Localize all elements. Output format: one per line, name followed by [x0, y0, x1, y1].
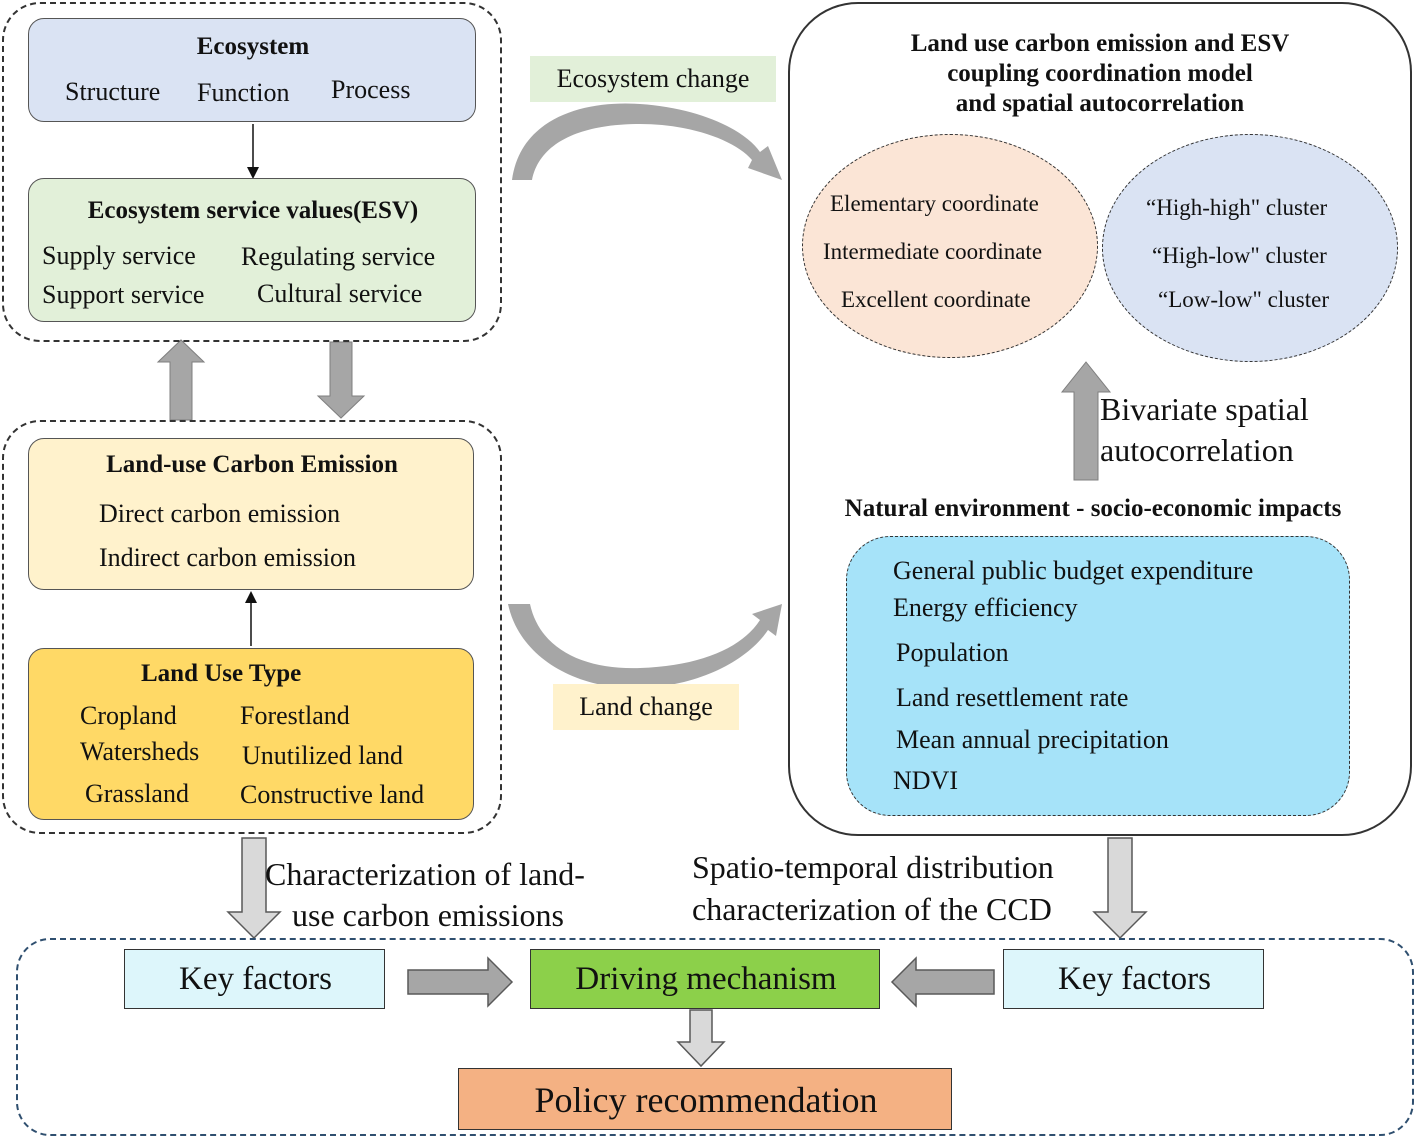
key-factors-right-label: Key factors [1057, 961, 1211, 997]
impact-energy: Energy efficiency [893, 593, 1078, 622]
esv-support: Support service [42, 280, 205, 309]
landuse-unutilized: Unutilized land [242, 741, 404, 770]
cluster-high-high: “High-high" cluster [1146, 195, 1328, 220]
landuse-box: Land Use Type Cropland Forestland Waters… [28, 648, 474, 820]
ecosystem-group [2, 2, 502, 342]
ecosystem-change-curved-arrow [512, 103, 782, 180]
driving-to-policy-arrow [676, 1009, 726, 1068]
ecosystem-box: Ecosystem Structure Function Process [28, 18, 476, 122]
landuse-cropland: Cropland [80, 701, 177, 730]
cluster-high-low: “High-low" cluster [1152, 243, 1327, 268]
model-title-line-3: and spatial autocorrelation [955, 90, 1245, 117]
spatio-label-line-1: Spatio-temporal distribution [692, 849, 1054, 885]
ecosystem-change-label: Ecosystem change [556, 64, 750, 93]
cluster-ellipse: “High-high" cluster “High-low" cluster “… [1102, 134, 1398, 362]
ecosystem-change-label-box: Ecosystem change [530, 56, 776, 102]
key-factors-right-to-driving-arrow [890, 956, 995, 1008]
cluster-low-low: “Low-low" cluster [1158, 287, 1329, 312]
model-group [788, 2, 1412, 836]
landuse-constructive: Constructive land [240, 780, 425, 809]
land-carbon-group [2, 420, 502, 834]
ecosystem-process: Process [331, 75, 411, 104]
model-title-line-2: coupling coordination model [947, 60, 1253, 87]
carbon-direct: Direct carbon emission [99, 499, 341, 528]
bivariate-label-line-2: autocorrelation [1100, 432, 1294, 468]
policy-recommendation-box: Policy recommendation [458, 1068, 952, 1130]
characterization-label-line-2: use carbon emissions [292, 897, 564, 933]
block-down-arrow-left [316, 341, 366, 419]
impacts-title: Natural environment - socio-economic imp… [844, 495, 1342, 522]
key-factors-left-box: Key factors [124, 949, 385, 1009]
esv-box: Ecosystem service values(ESV) Supply ser… [28, 178, 476, 322]
block-up-arrow-left [156, 339, 206, 421]
key-factors-right-box: Key factors [1003, 949, 1264, 1009]
land-change-label: Land change [579, 692, 713, 721]
esv-title: Ecosystem service values(ESV) [87, 197, 419, 224]
landuse-grassland: Grassland [85, 779, 189, 808]
land-change-label-box: Land change [553, 684, 739, 730]
esv-cultural: Cultural service [257, 279, 423, 308]
model-title-line-1: Land use carbon emission and ESV [910, 30, 1290, 57]
landuse-title: Land Use Type [141, 660, 302, 687]
bivariate-up-arrow [1060, 361, 1112, 481]
ecosystem-structure: Structure [65, 77, 161, 106]
spatio-temporal-down-arrow [1092, 837, 1148, 940]
landuse-watersheds: Watersheds [80, 737, 200, 766]
bivariate-label-line-1: Bivariate spatial [1100, 391, 1309, 427]
coordinate-elementary: Elementary coordinate [830, 191, 1039, 216]
landuse-forestland: Forestland [240, 701, 350, 730]
coordinate-excellent: Excellent coordinate [841, 287, 1031, 312]
policy-recommendation-label: Policy recommendation [534, 1080, 878, 1120]
impacts-box: General public budget expenditure Energy… [846, 536, 1350, 816]
key-factors-left-label: Key factors [178, 961, 332, 997]
land-change-curved-arrow [508, 604, 782, 689]
coordinate-ellipse: Elementary coordinate Intermediate coord… [802, 134, 1098, 358]
ecosystem-function: Function [197, 78, 290, 107]
carbon-title: Land-use Carbon Emission [106, 451, 398, 478]
impact-ndvi: NDVI [893, 766, 958, 795]
spatio-label-line-2: characterization of the CCD [692, 891, 1052, 927]
carbon-box: Land-use Carbon Emission Direct carbon e… [28, 438, 474, 590]
impact-budget: General public budget expenditure [893, 556, 1254, 585]
driving-mechanism-box: Driving mechanism [530, 949, 880, 1009]
characterization-down-arrow [226, 837, 282, 940]
impact-resettlement: Land resettlement rate [896, 683, 1129, 712]
ecosystem-title: Ecosystem [196, 33, 310, 60]
esv-supply: Supply service [42, 241, 196, 270]
bottom-group [16, 938, 1414, 1136]
impact-precipitation: Mean annual precipitation [896, 725, 1169, 754]
esv-regulating: Regulating service [241, 242, 436, 271]
driving-mechanism-label: Driving mechanism [575, 961, 837, 997]
key-factors-to-driving-arrow [407, 956, 514, 1008]
characterization-label-line-1: Characterization of land- [265, 856, 585, 892]
carbon-indirect: Indirect carbon emission [99, 543, 357, 572]
impact-population: Population [896, 638, 1009, 667]
coordinate-intermediate: Intermediate coordinate [823, 239, 1043, 264]
